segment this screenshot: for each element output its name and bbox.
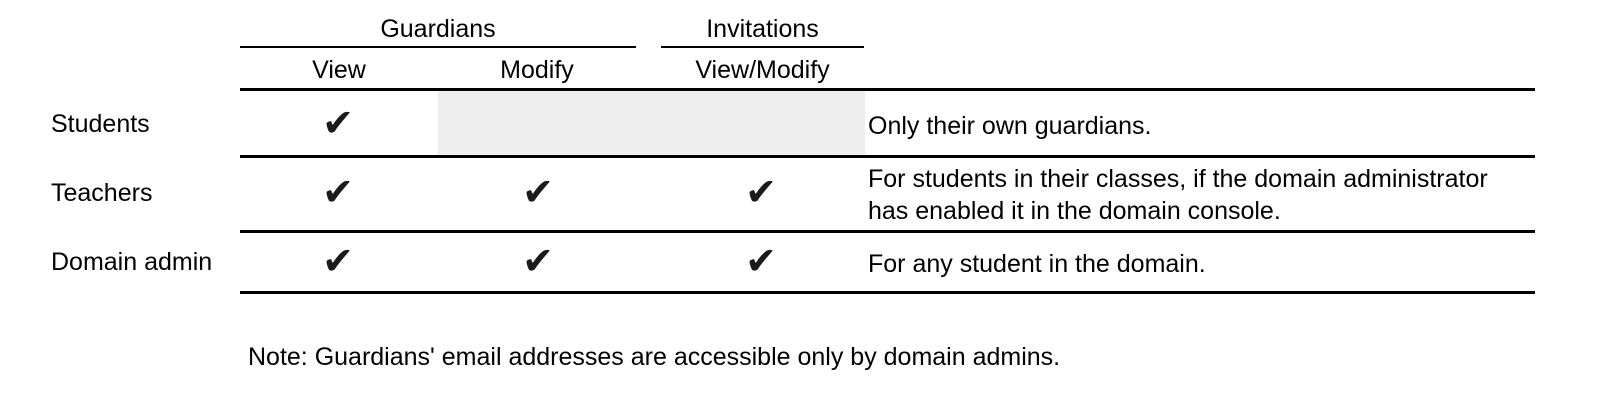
rule-guardians-spanner — [240, 46, 636, 48]
column-header-modify: Modify — [500, 56, 574, 84]
checkmark-icon-teachers-invitations-view-modify: ✔ — [745, 170, 777, 214]
footnote-text: Note: Guardians' email addresses are acc… — [248, 343, 1061, 371]
column-header-view: View — [312, 56, 366, 84]
description-teachers: For students in their classes, if the do… — [868, 165, 1488, 225]
group-header-guardians: Guardians — [380, 15, 496, 43]
empty-cell-shading — [438, 90, 865, 156]
row-label-students: Students — [51, 110, 150, 138]
row-label-domain-admin: Domain admin — [51, 248, 213, 276]
rule-header-bottom — [240, 88, 1535, 91]
column-header-view-modify: View/Modify — [695, 56, 830, 84]
checkmark-icon-domain-admin-guardians-view: ✔ — [322, 239, 354, 283]
group-header-invitations: Invitations — [706, 15, 819, 43]
description-students: Only their own guardians. — [868, 112, 1152, 140]
checkmark-icon-students-guardians-view: ✔ — [322, 101, 354, 145]
row-label-teachers: Teachers — [51, 179, 153, 207]
checkmark-icon-teachers-guardians-view: ✔ — [322, 170, 354, 214]
checkmark-icon-teachers-guardians-modify: ✔ — [522, 170, 554, 214]
rule-invitations-spanner — [661, 46, 864, 48]
rule-after-students-row — [240, 155, 1535, 158]
checkmark-icon-domain-admin-invitations-view-modify: ✔ — [745, 239, 777, 283]
description-domain-admin: For any student in the domain. — [868, 250, 1206, 278]
rule-table-bottom — [240, 291, 1535, 294]
checkmark-icon-domain-admin-guardians-modify: ✔ — [522, 239, 554, 283]
rule-after-teachers-row — [240, 230, 1535, 233]
